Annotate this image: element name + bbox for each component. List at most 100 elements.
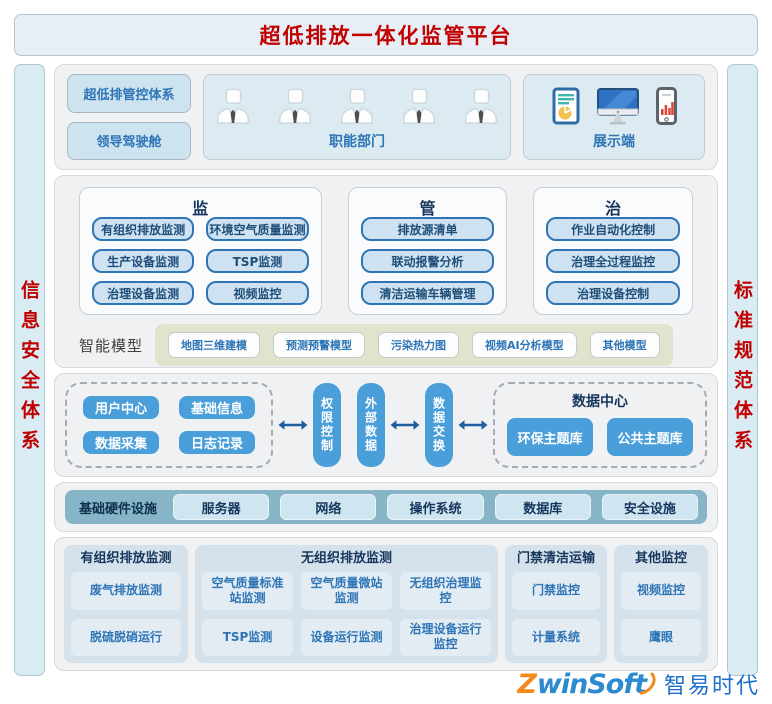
data-center-items: 环保主题库 公共主题库 (507, 418, 693, 456)
permission-control-pill[interactable]: 权限控制 (313, 383, 341, 467)
module-button[interactable]: 环境空气质量监测 (206, 217, 309, 241)
service-button[interactable]: 日志记录 (179, 431, 255, 454)
monitor-button[interactable]: 治理设备运行监控 (400, 618, 491, 656)
data-center-group: 数据中心 环保主题库 公共主题库 (493, 382, 707, 468)
group-manage: 管 排放源清单 联动报警分析 清洁运输车辆管理 (347, 187, 508, 315)
smart-models-bar: 地图三维建模 预测预警模型 污染热力图 视频AI分析模型 其他模型 (155, 324, 673, 366)
monitoring-column-gate-transport: 门禁清洁运输 门禁监控 计量系统 (505, 545, 607, 663)
sidebar-standards: 标准规范体系 (727, 64, 758, 676)
service-button[interactable]: 基础信息 (179, 396, 255, 419)
monitor-button[interactable]: 计量系统 (512, 618, 600, 656)
column-title: 门禁清洁运输 (516, 551, 595, 566)
monitoring-column-other: 其他监控 视频监控 鹰眼 (614, 545, 708, 663)
service-button[interactable]: 用户中心 (83, 396, 159, 419)
model-button[interactable]: 视频AI分析模型 (472, 332, 577, 358)
group-manage-items: 排放源清单 联动报警分析 清洁运输车辆管理 (360, 217, 495, 305)
group-monitor: 监 有组织排放监测 环境空气质量监测 生产设备监测 TSP监测 治理设备监测 视… (79, 187, 322, 315)
theme-db-button[interactable]: 环保主题库 (507, 418, 593, 456)
infrastructure-label: 基础硬件设施 (79, 501, 158, 517)
person-icon (403, 88, 435, 124)
monitor-button[interactable]: 废气排放监测 (71, 572, 181, 610)
double-arrow-icon (390, 420, 420, 430)
platform-groups: 监 有组织排放监测 环境空气质量监测 生产设备监测 TSP监测 治理设备监测 视… (79, 187, 693, 315)
person-icon (217, 88, 249, 124)
group-treat-title: 治 (605, 199, 622, 218)
module-button[interactable]: 治理全过程监控 (546, 249, 680, 273)
monitoring-column-unorganized: 无组织排放监测 空气质量标准站监测 空气质量微站监测 无组织治理监控 TSP监测… (195, 545, 498, 663)
module-button[interactable]: 排放源清单 (360, 217, 495, 241)
monitor-button[interactable]: 空气质量标准站监测 (202, 572, 293, 610)
display-label: 展示端 (593, 134, 635, 150)
monitor-button[interactable]: 无组织治理监控 (400, 572, 491, 610)
infrastructure-bar: 基础硬件设施 服务器 网络 操作系统 数据库 安全设施 (65, 490, 707, 524)
external-data-pill[interactable]: 外部数据 (357, 383, 385, 467)
monitor-button[interactable]: 视频监控 (621, 572, 701, 610)
logo-cn-text: 智易时代 (663, 674, 760, 699)
display-panel: 展示端 (523, 74, 705, 160)
main-column: 超低排管控体系 领导驾驶舱 (54, 64, 718, 676)
ultra-low-control-system-button[interactable]: 超低排管控体系 (67, 74, 191, 113)
person-icon (279, 88, 311, 124)
person-icon (341, 88, 373, 124)
data-section: 用户中心 基础信息 数据采集 日志记录 权限控制 外部数据 数 (54, 373, 718, 477)
model-button[interactable]: 预测预警模型 (273, 332, 366, 358)
logo-z: Z (517, 669, 537, 700)
module-button[interactable]: 治理设备控制 (546, 281, 680, 305)
infrastructure-button[interactable]: 服务器 (173, 494, 270, 520)
module-button[interactable]: 作业自动化控制 (546, 217, 680, 241)
module-button[interactable]: 治理设备监测 (92, 281, 195, 305)
module-button[interactable]: TSP监测 (206, 249, 309, 273)
module-button[interactable]: 联动报警分析 (360, 249, 495, 273)
departments-panel: 职能部门 (203, 74, 511, 160)
platform-section: 监 有组织排放监测 环境空气质量监测 生产设备监测 TSP监测 治理设备监测 视… (54, 175, 718, 368)
group-monitor-items: 有组织排放监测 环境空气质量监测 生产设备监测 TSP监测 治理设备监测 视频监… (92, 217, 309, 305)
sidebar-info-security: 信息安全体系 (14, 64, 45, 676)
group-treat: 治 作业自动化控制 治理全过程监控 治理设备控制 (533, 187, 693, 315)
monitor-button[interactable]: 鹰眼 (621, 618, 701, 656)
sidebar-standards-label: 标准规范体系 (731, 280, 753, 460)
model-button[interactable]: 其他模型 (589, 332, 660, 358)
column-title: 其他监控 (634, 551, 687, 566)
module-button[interactable]: 清洁运输车辆管理 (360, 281, 495, 305)
content-row: 信息安全体系 超低排管控体系 领导驾驶舱 (14, 64, 758, 676)
tablet-report-icon (552, 87, 579, 125)
infrastructure-button[interactable]: 网络 (280, 494, 377, 520)
monitor-button[interactable]: 设备运行监测 (301, 618, 392, 656)
data-exchange-pill[interactable]: 数据交换 (425, 383, 453, 467)
group-treat-items: 作业自动化控制 治理全过程监控 治理设备控制 (546, 217, 680, 305)
column-title: 有组织排放监测 (80, 551, 172, 566)
page-title: 超低排放一体化监管平台 (14, 14, 758, 56)
infrastructure-button[interactable]: 操作系统 (387, 494, 484, 520)
model-button[interactable]: 地图三维建模 (168, 332, 261, 358)
monitor-button[interactable]: 门禁监控 (512, 572, 600, 610)
group-manage-title: 管 (419, 199, 436, 218)
monitoring-section: 有组织排放监测 废气排放监测 脱硫脱硝运行 无组织排放监测 空气质量标准站监测 … (54, 537, 718, 671)
monitor-icon (596, 88, 639, 125)
leader-cockpit-button[interactable]: 领导驾驶舱 (67, 121, 191, 160)
smart-models-row: 智能模型 地图三维建模 预测预警模型 污染热力图 视频AI分析模型 其他模型 (79, 324, 693, 366)
person-icon (465, 88, 497, 124)
monitor-button[interactable]: TSP监测 (202, 618, 293, 656)
model-button[interactable]: 污染热力图 (378, 332, 460, 358)
service-button[interactable]: 数据采集 (83, 431, 159, 454)
logo-brand-text: winSoft (536, 669, 647, 700)
infrastructure-button[interactable]: 数据库 (494, 494, 591, 520)
departments-label: 职能部门 (329, 134, 385, 150)
module-button[interactable]: 视频监控 (206, 281, 309, 305)
theme-db-button[interactable]: 公共主题库 (607, 418, 693, 456)
monitoring-column-organized: 有组织排放监测 废气排放监测 脱硫脱硝运行 (64, 545, 188, 663)
group-monitor-title: 监 (192, 199, 209, 218)
module-button[interactable]: 生产设备监测 (92, 249, 195, 273)
access-buttons: 超低排管控体系 领导驾驶舱 (67, 74, 191, 160)
logo-swoosh-icon (639, 672, 656, 695)
monitor-button[interactable]: 空气质量微站监测 (301, 572, 392, 610)
double-arrow-icon (458, 420, 488, 430)
column-title: 无组织排放监测 (300, 551, 392, 566)
monitor-button[interactable]: 脱硫脱硝运行 (71, 618, 181, 656)
data-center-title: 数据中心 (572, 394, 628, 410)
double-arrow-icon (278, 420, 308, 430)
phone-chart-icon (655, 87, 677, 125)
infrastructure-button[interactable]: 安全设施 (601, 494, 699, 520)
module-button[interactable]: 有组织排放监测 (92, 217, 195, 241)
